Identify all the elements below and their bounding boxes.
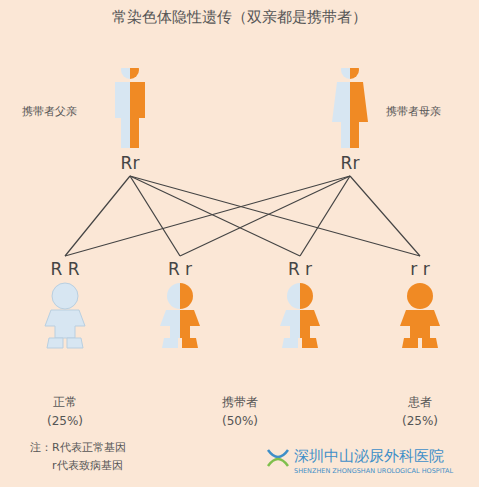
parent-label: 携带者父亲 [22, 104, 77, 119]
watermark: SHENZHEN ZHONGSHAN UROLOGICAL HOSPITAL [294, 467, 453, 475]
inheritance-line [130, 176, 420, 256]
inheritance-line [300, 176, 350, 256]
father-figure [115, 61, 145, 148]
percent-label: (25%) [402, 414, 438, 428]
genotype-text: R R [50, 259, 79, 279]
genotype-text: Rr [341, 153, 360, 173]
inheritance-line [65, 176, 350, 256]
note: 注：R代表正常基因 [30, 440, 126, 455]
outcome-label: 正常 [53, 394, 77, 411]
title: 常染色体隐性遗传（双亲都是携带者） [112, 8, 367, 27]
inheritance-line [65, 176, 130, 256]
affected-baby [400, 283, 440, 348]
genotype-node: R r [165, 258, 195, 280]
genotype-node: r r [407, 258, 432, 280]
parent-label: 携带者母亲 [386, 104, 441, 119]
genotype-text: Rr [121, 153, 140, 173]
genotype-text: r r [410, 259, 429, 279]
inheritance-line [180, 176, 350, 256]
carrier-baby [280, 283, 320, 348]
genotype-text: R r [168, 259, 192, 279]
hospital-logo [268, 450, 288, 466]
genotype-node: Rr [118, 152, 143, 174]
percent-label: (25%) [47, 414, 83, 428]
genotype-node: Rr [338, 152, 363, 174]
genotype-text: R r [288, 259, 312, 279]
watermark: 深圳中山泌尿外科医院 [294, 447, 444, 466]
genotype-node: R R [47, 258, 82, 280]
carrier-baby [160, 283, 200, 348]
percent-label: (50%) [222, 414, 258, 428]
outcome-label: 患者 [408, 394, 432, 411]
genotype-node: R r [285, 258, 315, 280]
mother-figure [332, 61, 368, 148]
inheritance-line [350, 176, 420, 256]
outcome-label: 携带者 [222, 394, 258, 411]
note: r代表致病基因 [52, 458, 123, 473]
normal-baby [45, 283, 85, 348]
